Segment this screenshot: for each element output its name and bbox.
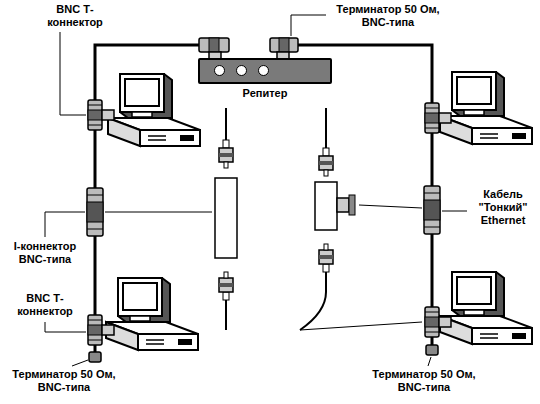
repeater-port xyxy=(214,65,225,76)
callout-label: Терминатор 50 Ом, BNC-типа xyxy=(2,368,126,394)
callout-label: BNC Т-коннектор xyxy=(2,292,88,318)
callout-label: BNC Т-коннектор xyxy=(30,3,120,29)
t-connector xyxy=(425,307,451,337)
computer xyxy=(108,74,200,146)
i-connector xyxy=(424,186,440,234)
repeater-port xyxy=(258,65,269,76)
t-connector xyxy=(88,315,114,345)
repeater-body xyxy=(198,58,332,84)
callout-label: I-коннектор BNC-типа xyxy=(2,240,88,266)
thin-ethernet-cable xyxy=(95,45,212,354)
computer xyxy=(440,272,532,344)
callout-label: Кабель "Тонкий" Ethernet xyxy=(470,188,536,227)
repeater-port xyxy=(236,65,247,76)
repeater-t-connector xyxy=(199,38,229,60)
t-connector xyxy=(425,103,451,133)
i-connector xyxy=(87,188,103,236)
computer xyxy=(106,278,198,350)
repeater-terminator xyxy=(270,38,298,60)
t-connector xyxy=(88,100,114,130)
t-connector-exploded xyxy=(300,108,355,330)
repeater-box: Репитер xyxy=(198,58,332,100)
terminator xyxy=(89,352,101,362)
i-connector-exploded xyxy=(215,108,237,330)
callout-label: Терминатор 50 Ом, BNC-типа xyxy=(328,3,448,29)
terminator xyxy=(426,345,438,355)
node-label: Репитер xyxy=(198,87,332,100)
thin-ethernet-cable xyxy=(283,45,432,346)
computer xyxy=(440,72,532,144)
leader-line xyxy=(45,15,467,366)
callout-label: Терминатор 50 Ом, BNC-типа xyxy=(362,368,486,394)
